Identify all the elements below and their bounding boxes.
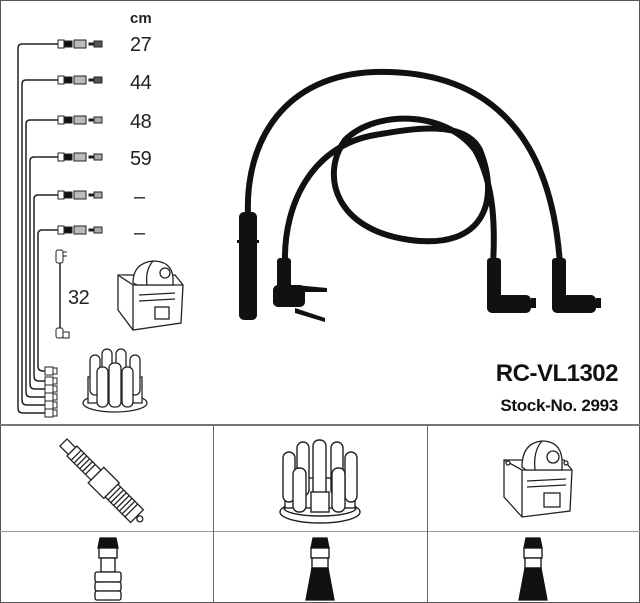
coil-lead-length: 32: [68, 287, 90, 309]
lead-length-6: –: [134, 222, 145, 244]
lead-length-4: 59: [130, 148, 152, 170]
lead-schematic: [17, 39, 103, 418]
product-diagram-panel: cm: [17, 10, 619, 418]
stock-number: Stock-No. 2993: [500, 396, 618, 415]
lead-length-2: 44: [130, 72, 152, 94]
spark-plug-icon: [58, 438, 145, 524]
grid-top-divider: [0, 424, 640, 426]
lead-length-3: 48: [130, 111, 152, 133]
ignition-coil-icon: [503, 440, 573, 518]
ignition-cable-set-illustration: [237, 68, 601, 322]
unit-label: cm: [130, 10, 152, 27]
ignition-coil-icon: [117, 260, 184, 331]
spark-plug-boot-icon: [94, 537, 122, 601]
coil-boot-icon: [518, 537, 548, 601]
lead-length-1: 27: [130, 34, 152, 56]
grid-col-divider-2: [427, 425, 428, 603]
distributor-cap-icon: [82, 348, 148, 413]
lead-length-5: –: [134, 186, 145, 208]
distributor-cap-icon: [279, 439, 361, 524]
distributor-boot-icon: [305, 537, 335, 601]
grid-col-divider-1: [213, 425, 214, 603]
product-title: RC-VL1302: [495, 360, 619, 387]
grid-row-divider: [0, 531, 640, 532]
